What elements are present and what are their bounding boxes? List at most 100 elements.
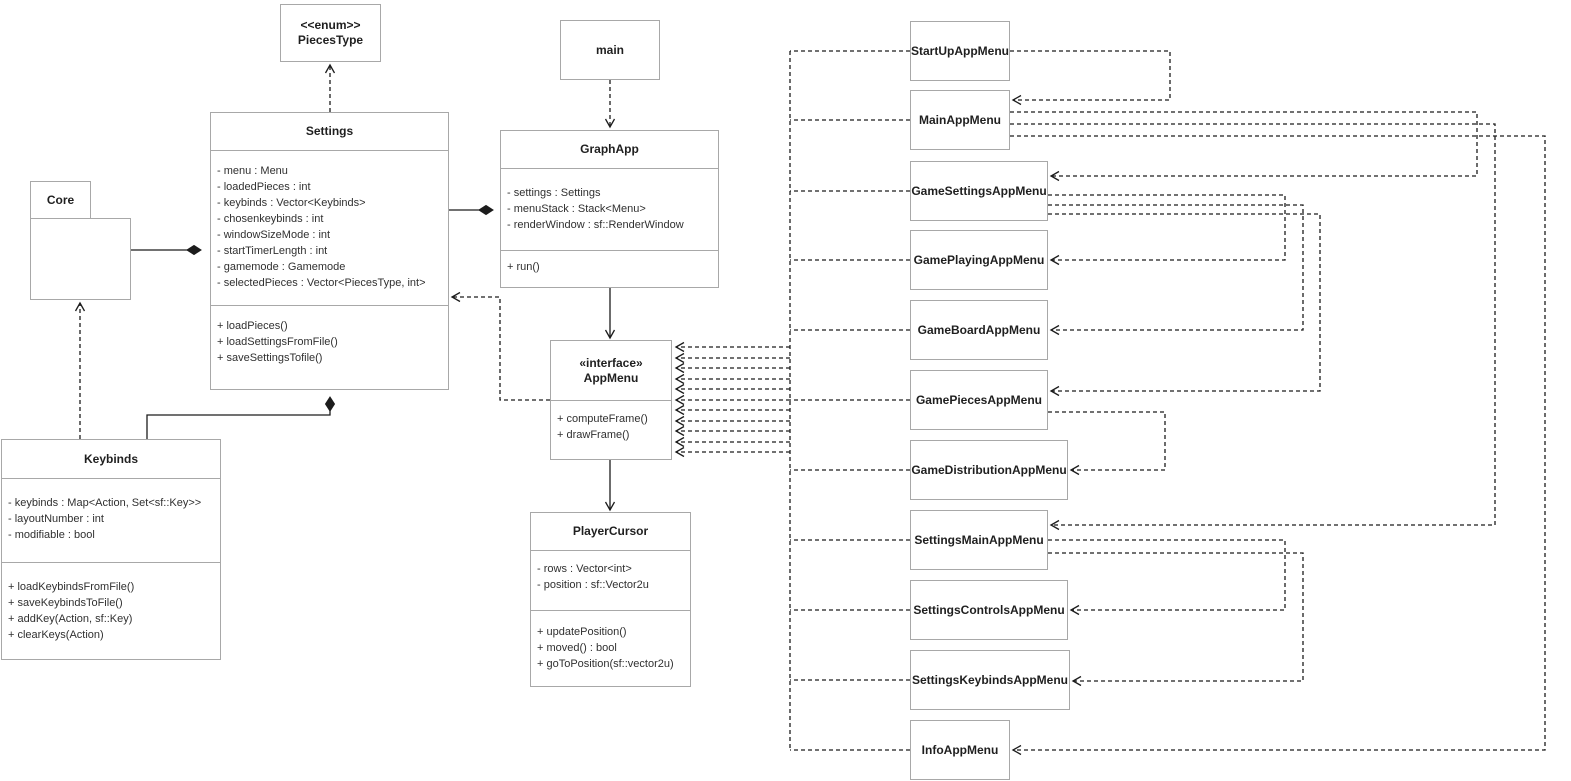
class-settingsmainappmenu: SettingsMainAppMenu (910, 510, 1048, 570)
class-name: SettingsKeybindsAppMenu (911, 673, 1068, 687)
member-row: - menu : Menu (217, 165, 288, 177)
class-name: InfoAppMenu (921, 743, 999, 757)
member-row: + run() (507, 261, 540, 273)
stereotype-label: <<enum>> (300, 18, 361, 32)
class-name: Keybinds (83, 451, 138, 466)
composition-edges (131, 210, 492, 439)
class-settings: Settings - menu : Menu - loadedPieces : i… (210, 112, 449, 390)
member-row: - keybinds : Vector<Keybinds> (217, 197, 366, 209)
edge-gamesettings-to-gamepieces (1048, 213, 1321, 397)
class-title: Keybinds (2, 440, 220, 478)
member-row: + moved() : bool (537, 642, 617, 654)
member-row: + loadKeybindsFromFile() (8, 581, 135, 593)
member-row: + saveSettingsTofile() (217, 352, 323, 364)
class-infoappmenu: InfoAppMenu (910, 720, 1010, 780)
class-title: GraphApp (501, 131, 718, 168)
member-row: - modifiable : bool (8, 529, 95, 541)
attributes-section: - settings : Settings - menuStack : Stack… (501, 168, 718, 250)
member-row: + loadPieces() (217, 320, 288, 332)
edge-settingsmain-to-settingscontrols (1048, 539, 1286, 616)
stereotype-label: «interface» (579, 355, 643, 370)
class-title: <<enum>> PiecesType (281, 5, 380, 61)
edge-gamesettings-to-gameplaying (1048, 194, 1286, 266)
edge-gamepieces-to-gamedistribution (1048, 411, 1166, 476)
edge-startup-to-mainmenu (1010, 50, 1171, 106)
member-row: - windowSizeMode : int (217, 229, 331, 241)
class-name: GameBoardAppMenu (917, 323, 1041, 337)
class-gameplayingappmenu: GamePlayingAppMenu (910, 230, 1048, 290)
class-name: PiecesType (297, 33, 364, 47)
realization-bus (674, 50, 910, 751)
methods-section: + run() (501, 250, 718, 287)
member-row: + saveKeybindsToFile() (8, 597, 123, 609)
class-settingskeybindsappmenu: SettingsKeybindsAppMenu (910, 650, 1070, 710)
member-row: - keybinds : Map<Action, Set<sf::Key>> (8, 497, 202, 509)
class-gamepiecesappmenu: GamePiecesAppMenu (910, 370, 1048, 430)
member-row: - chosenkeybinds : int (217, 213, 324, 225)
member-row: - menuStack : Stack<Menu> (507, 203, 646, 215)
package-name: Core (46, 193, 75, 207)
class-title: PlayerCursor (531, 513, 690, 550)
class-keybinds: Keybinds - keybinds : Map<Action, Set<sf… (1, 439, 221, 660)
member-row: + computeFrame() (557, 413, 648, 425)
class-settingscontrolsappmenu: SettingsControlsAppMenu (910, 580, 1068, 640)
member-row: - layoutNumber : int (8, 513, 104, 525)
attributes-section: - menu : Menu - loadedPieces : int - keybi… (211, 150, 448, 305)
class-name: GamePiecesAppMenu (915, 393, 1043, 407)
member-row: + clearKeys(Action) (8, 629, 104, 641)
class-piecestype: <<enum>> PiecesType (280, 4, 381, 62)
class-mainappmenu: MainAppMenu (910, 90, 1010, 150)
member-row: + drawFrame() (557, 429, 630, 441)
member-row: + updatePosition() (537, 626, 627, 638)
edge-appmenu-settings (450, 291, 550, 401)
attributes-section: - keybinds : Map<Action, Set<sf::Key>>- … (2, 478, 220, 562)
class-startupappmenu: StartUpAppMenu (910, 21, 1010, 81)
class-main: main (560, 20, 660, 80)
member-row: - gamemode : Gamemode (217, 261, 346, 273)
class-title: «interface» AppMenu (551, 341, 671, 400)
member-row: - rows : Vector<int> (537, 563, 632, 575)
methods-section: + updatePosition() + moved() : bool + goTo… (531, 610, 690, 686)
edge-mainmenu-to-settingsmain (1010, 123, 1496, 531)
class-name: PlayerCursor (572, 524, 649, 538)
member-row: - renderWindow : sf::RenderWindow (507, 219, 684, 231)
edge-settingsmain-to-settingskeybinds (1048, 552, 1304, 687)
class-name: StartUpAppMenu (911, 44, 1009, 58)
methods-section: + computeFrame() + drawFrame() (551, 400, 671, 459)
package-core-tab: Core (30, 181, 91, 219)
class-appmenu-interface: «interface» AppMenu + computeFrame() + dr… (550, 340, 672, 460)
dependency-edges (74, 50, 1546, 756)
class-name: AppMenu (583, 370, 639, 385)
class-gameboardappmenu: GameBoardAppMenu (910, 300, 1048, 360)
class-name: MainAppMenu (919, 113, 1001, 127)
class-graphapp: GraphApp - settings : Settings - menuStac… (500, 130, 719, 288)
member-row: + addKey(Action, sf::Key) (8, 613, 133, 625)
class-name: GraphApp (580, 142, 639, 156)
class-name: SettingsControlsAppMenu (913, 603, 1065, 617)
member-row: - position : sf::Vector2u (537, 579, 649, 591)
package-core-body (30, 218, 131, 300)
class-name: Settings (305, 124, 354, 138)
edge-gamesettings-to-gameboard (1048, 204, 1304, 336)
member-row: + goToPosition(sf::vector2u) (537, 658, 674, 670)
class-name: GameSettingsAppMenu (911, 184, 1047, 198)
member-row: - startTimerLength : int (217, 245, 328, 257)
edge-mainmenu-to-info (1010, 135, 1546, 756)
class-title: Settings (211, 113, 448, 150)
member-row: - loadedPieces : int (217, 181, 311, 193)
member-row: - settings : Settings (507, 187, 601, 199)
class-name: SettingsMainAppMenu (914, 533, 1044, 547)
class-gamesettingsappmenu: GameSettingsAppMenu (910, 161, 1048, 221)
member-row: - selectedPieces : Vector<PiecesType, in… (217, 277, 426, 289)
class-playercursor: PlayerCursor - rows : Vector<int>- posit… (530, 512, 691, 687)
methods-section: + loadKeybindsFromFile() + saveKeybindsTo… (2, 562, 220, 659)
member-row: + loadSettingsFromFile() (217, 336, 338, 348)
class-name: main (595, 43, 624, 57)
edge-keybinds-settings (146, 398, 330, 439)
class-gamedistributionappmenu: GameDistributionAppMenu (910, 440, 1068, 500)
attributes-section: - rows : Vector<int>- position : sf::Vec… (531, 550, 690, 610)
edge-mainmenu-to-gamesettings (1010, 111, 1478, 182)
class-name: GameDistributionAppMenu (911, 463, 1067, 477)
